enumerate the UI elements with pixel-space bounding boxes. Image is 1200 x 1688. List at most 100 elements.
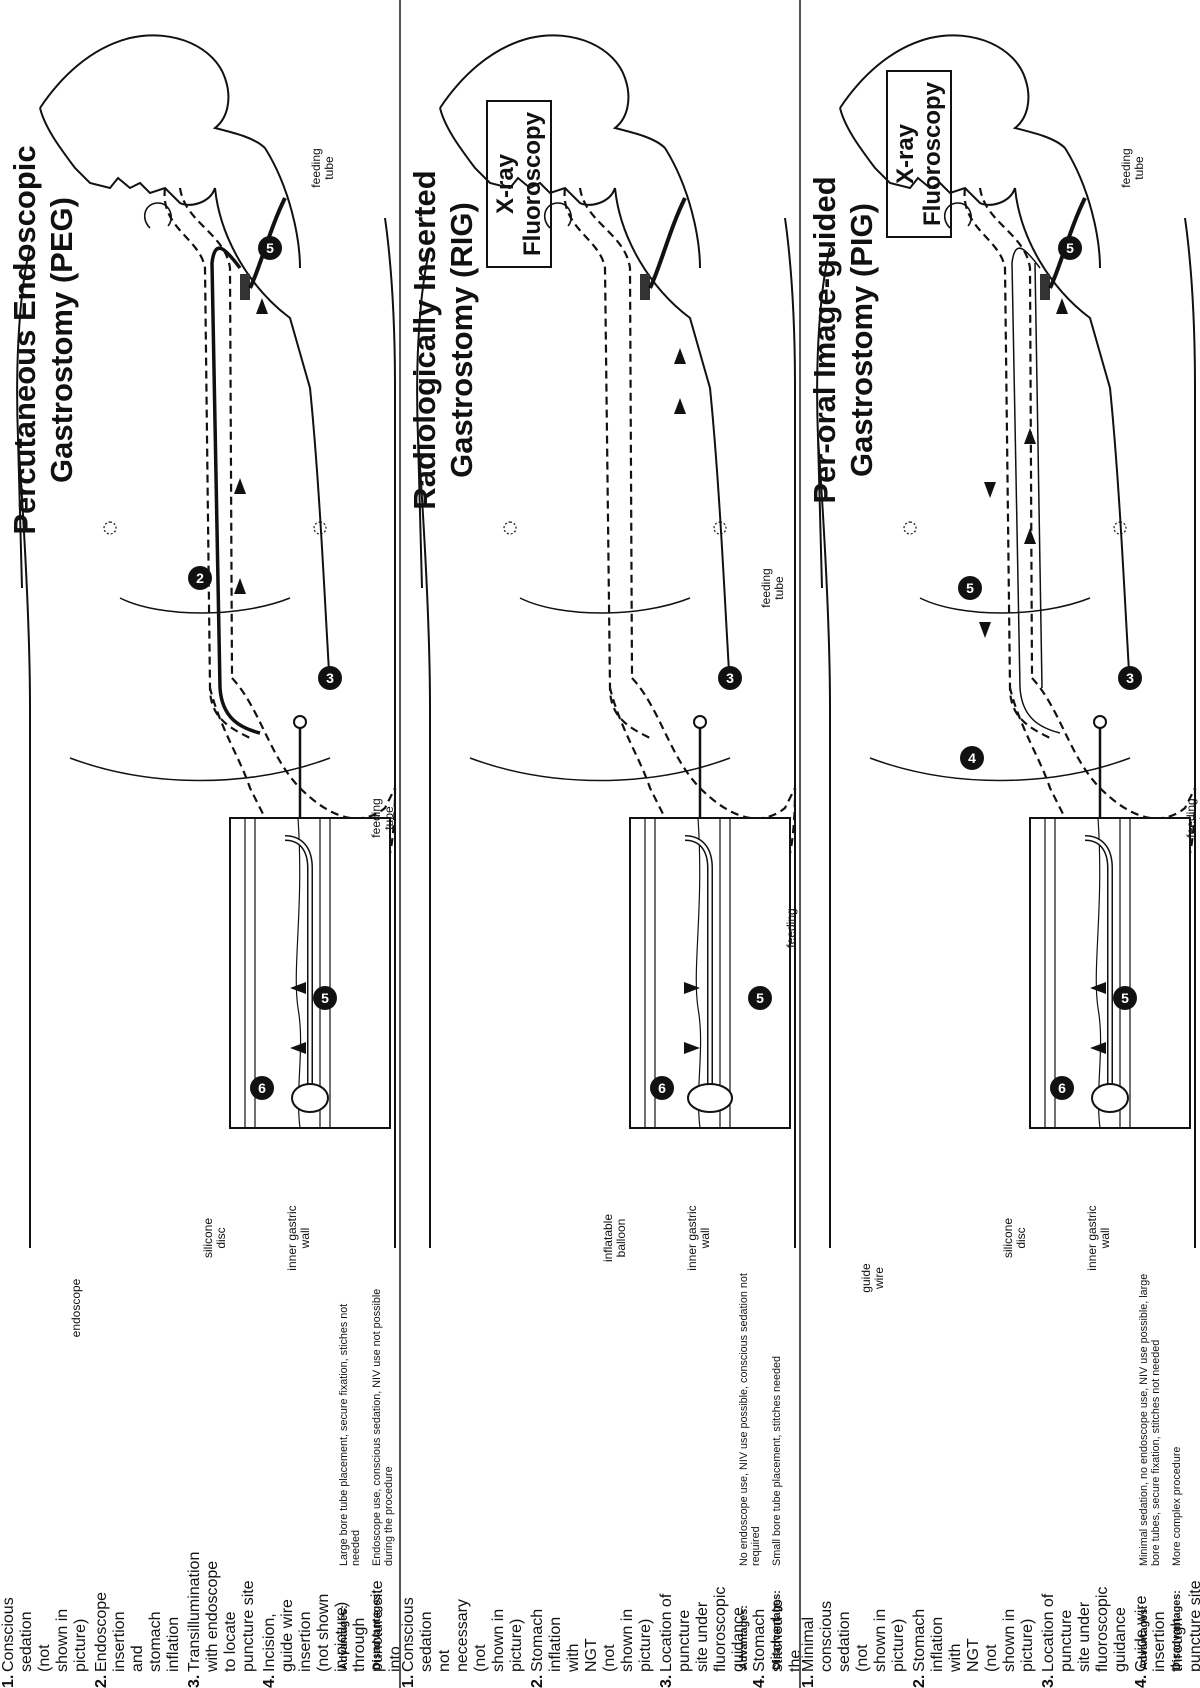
label-line: feeding: [369, 798, 383, 837]
label-guide-wire: guidewire: [859, 1263, 886, 1293]
marker-number: 3: [726, 670, 734, 686]
chest-line: [520, 598, 690, 613]
label-feeding-tube-top: feedingtube: [1119, 148, 1146, 187]
step-marker: 5: [258, 236, 282, 260]
step-marker: 6: [650, 1076, 674, 1100]
label-feeding-tube-inset: feedingtube: [369, 798, 396, 837]
marker-number: 5: [966, 580, 974, 596]
label-line: silicone: [1001, 1218, 1015, 1258]
torso-left: [18, 438, 30, 1248]
procedure-illustration: 3 5 6 feedingtube feedingtube inflatableballo…: [400, 0, 800, 1688]
puncture-site: [694, 716, 706, 728]
step-marker: 3: [718, 666, 742, 690]
marker-number: 3: [1126, 670, 1134, 686]
label-line: inner gastric: [1085, 1205, 1099, 1270]
puncture-site: [1094, 716, 1106, 728]
label-line: feeding: [309, 148, 323, 187]
marker-number: 5: [1066, 240, 1074, 256]
arrow: [234, 478, 246, 494]
step-marker: 5: [958, 576, 982, 600]
label-feeding-tube-inset: feedingtube: [1184, 798, 1200, 837]
label-line: wall: [298, 1228, 312, 1250]
panel-rotated-content: Radiologically InsertedGastrostomy (RIG)…: [400, 0, 800, 1688]
panel-rotated-content: Per-oral Image-guidedGastrostomy (PIG)X-…: [800, 0, 1200, 1688]
neck-shoulder-left: [615, 188, 730, 688]
shoulder-right-top: [785, 218, 795, 388]
oesophagus: [165, 188, 250, 738]
procedure-illustration: 52356feedingtubefeedingtubeendoscopesili…: [0, 0, 400, 1688]
marker-number: 6: [1058, 1080, 1066, 1096]
oesophagus-inner: [980, 188, 1032, 678]
label-inner-gastric-wall: inner gastricwall: [685, 1205, 712, 1270]
step-marker: 2: [188, 566, 212, 590]
label-feeding-tube-top: feedingtube: [759, 568, 786, 607]
label-line: inner gastric: [285, 1205, 299, 1270]
label-inflatable-balloon: inflatableballoon: [601, 1214, 628, 1262]
step-marker: 5: [313, 986, 337, 1010]
label-line: balloon: [614, 1219, 628, 1258]
step-marker: 6: [250, 1076, 274, 1100]
label-line: disc: [1014, 1227, 1028, 1248]
label-silicone-disc: siliconedisc: [201, 1218, 228, 1258]
marker-number: 5: [321, 990, 329, 1006]
marker-number: 6: [258, 1080, 266, 1096]
step-marker: 5: [1058, 236, 1082, 260]
panel-peg: Percutaneous EndoscopicGastrostomy (PEG)…: [0, 0, 400, 1688]
head-outline: [840, 35, 1065, 148]
oesophagus-inner: [180, 188, 232, 678]
face-outline: [440, 108, 615, 205]
label-inner-gastric-wall: inner gastricwall: [285, 1205, 312, 1270]
oesophagus: [565, 188, 650, 738]
nipple-left: [504, 522, 516, 534]
label-line: wall: [1098, 1228, 1112, 1250]
step-marker: 3: [318, 666, 342, 690]
label-silicone-disc: siliconedisc: [1001, 1218, 1028, 1258]
arrow: [674, 398, 686, 414]
label-line: wall: [698, 1228, 712, 1250]
arrow: [1056, 298, 1068, 314]
marker-number: 5: [266, 240, 274, 256]
silicone-disc-shape: [292, 1084, 328, 1112]
marker-number: 6: [658, 1080, 666, 1096]
label-endoscope: endoscope: [69, 1278, 83, 1337]
chest-line: [120, 598, 290, 613]
step-marker: 3: [1118, 666, 1142, 690]
head-outline: [440, 35, 665, 148]
label-line: wire: [872, 1267, 886, 1290]
external-feeding-tube: [650, 198, 685, 288]
face-outline: [40, 108, 215, 205]
arrow: [1024, 428, 1036, 444]
label-line: guide: [859, 1263, 873, 1293]
guide-wire-line-2: [1035, 263, 1042, 688]
step-marker: 5: [1113, 986, 1137, 1010]
label-line: inflatable: [601, 1214, 615, 1262]
label-line: feeding: [759, 568, 773, 607]
shoulder-right-top: [385, 218, 395, 388]
marker-number: 5: [756, 990, 764, 1006]
panel-divider: [799, 0, 801, 1688]
label-line: feeding: [1184, 798, 1198, 837]
puncture-site: [294, 716, 306, 728]
label-inner-gastric-wall: inner gastricwall: [1085, 1205, 1112, 1270]
label-feeding-tube-inset: feedingtube: [784, 908, 800, 947]
torso-left: [418, 438, 430, 1248]
label-line: inner gastric: [685, 1205, 699, 1270]
arrow: [674, 348, 686, 364]
step-marker: 5: [748, 986, 772, 1010]
label-line: feeding: [1119, 148, 1133, 187]
shoulder-right-top: [1185, 218, 1195, 388]
arrow: [256, 298, 268, 314]
label-line: feeding: [784, 908, 798, 947]
panel-pig: Per-oral Image-guidedGastrostomy (PIG)X-…: [800, 0, 1200, 1688]
label-line: endoscope: [69, 1278, 83, 1337]
marker-number: 3: [326, 670, 334, 686]
head-outline: [40, 35, 265, 148]
marker-number: 4: [968, 750, 976, 766]
torso-left: [818, 438, 830, 1248]
nipple-left: [104, 522, 116, 534]
chest-line: [920, 598, 1090, 613]
oesophagus-inner: [580, 188, 632, 678]
label-line: tube: [1132, 156, 1146, 180]
inflatable-balloon-shape: [688, 1084, 732, 1112]
